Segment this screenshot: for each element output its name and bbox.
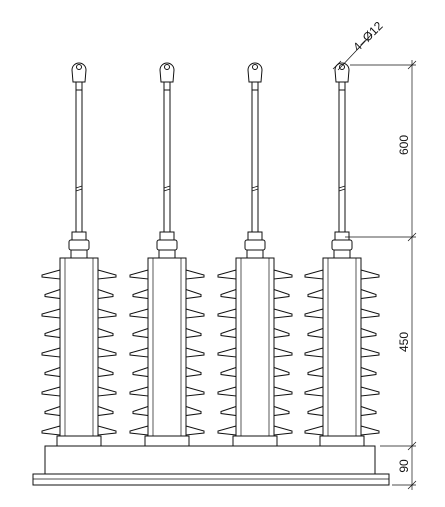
bottom-flange bbox=[56, 435, 102, 447]
insulator-body bbox=[147, 257, 187, 447]
rod-collar bbox=[331, 231, 353, 259]
insulator-unit-3 bbox=[217, 62, 293, 447]
terminal-rod bbox=[163, 90, 171, 232]
insulator-unit-2 bbox=[129, 62, 205, 447]
rod-collar bbox=[68, 231, 90, 259]
insulator-body bbox=[59, 257, 99, 447]
terminal-neck bbox=[338, 81, 346, 91]
terminal-eye bbox=[159, 62, 175, 83]
hole-spec-label: 4–Ø12 bbox=[350, 19, 386, 55]
insulator-units bbox=[41, 62, 380, 447]
terminal-rod bbox=[251, 90, 259, 232]
terminal-neck bbox=[163, 81, 171, 91]
insulator-sheds bbox=[304, 269, 380, 436]
dimension-lines bbox=[332, 33, 417, 490]
insulator-unit-1 bbox=[41, 62, 117, 447]
bottom-flange bbox=[144, 435, 190, 447]
insulator-height-label: 450 bbox=[397, 332, 411, 352]
insulator-body bbox=[235, 257, 275, 447]
insulator-sheds bbox=[129, 269, 205, 436]
bottom-flange bbox=[232, 435, 278, 447]
base-height-label: 90 bbox=[397, 459, 411, 473]
terminal-eye bbox=[334, 62, 350, 83]
rod-collar bbox=[156, 231, 178, 259]
rod-height-label: 600 bbox=[397, 135, 411, 155]
bottom-flange bbox=[319, 435, 365, 447]
base-plate bbox=[32, 445, 390, 486]
terminal-eye bbox=[71, 62, 87, 83]
rod-collar bbox=[244, 231, 266, 259]
insulator-unit-4 bbox=[304, 62, 380, 447]
terminal-rod bbox=[75, 90, 83, 232]
terminal-rod bbox=[338, 90, 346, 232]
insulator-body bbox=[322, 257, 362, 447]
terminal-eye bbox=[247, 62, 263, 83]
terminal-neck bbox=[75, 81, 83, 91]
terminal-neck bbox=[251, 81, 259, 91]
insulator-sheds bbox=[217, 269, 293, 436]
insulator-sheds bbox=[41, 269, 117, 436]
